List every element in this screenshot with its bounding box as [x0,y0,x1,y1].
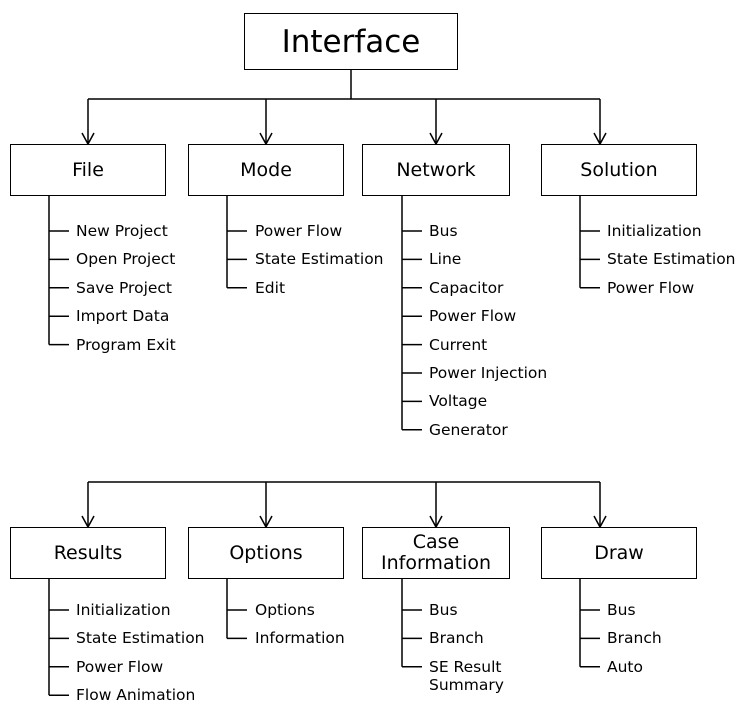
results-item: Power Flow [76,657,164,676]
case-information-item: Branch [429,629,484,648]
case-information-item: SE Result Summary [429,657,504,694]
file-item: Save Project [76,278,173,297]
category-network-label: Network [396,158,476,181]
category-file-label: File [72,158,104,181]
file-item: New Project [76,222,168,240]
category-mode-label: Mode [240,158,292,181]
results-item: Initialization [76,601,171,619]
category-results-label: Results [53,541,123,564]
draw-item: Branch [607,629,662,648]
category-draw: Draw [541,527,697,579]
category-options-label: Options [229,541,303,564]
category-options: Options [188,527,344,579]
file-item: Program Exit [76,335,176,354]
results-item: State Estimation [76,629,205,648]
network-item: Power Injection [429,364,548,382]
category-case-information-label: Case Information [381,531,491,574]
category-case-information: Case Information [362,527,510,579]
results-item: Flow Animation [76,686,196,705]
category-file: File [10,144,166,196]
root-node-interface: Interface [244,13,458,70]
options-item: Options [255,601,315,619]
category-mode: Mode [188,144,344,196]
mode-item: State Estimation [255,250,384,269]
network-item: Power Flow [429,307,517,326]
solution-item: Power Flow [607,278,695,297]
case-information-item: Bus [429,601,458,619]
file-item: Import Data [76,307,170,326]
solution-item: State Estimation [607,250,736,269]
file-item: Open Project [76,250,176,269]
category-network: Network [362,144,510,196]
draw-item: Auto [607,657,643,676]
network-item: Voltage [429,392,488,411]
mode-item: Power Flow [255,222,343,240]
network-item: Current [429,335,488,354]
root-node-label: Interface [281,23,421,60]
category-results: Results [10,527,166,579]
category-solution: Solution [541,144,697,196]
draw-item: Bus [607,601,636,619]
network-item: Generator [429,420,508,439]
network-item: Line [429,250,462,269]
options-item: Information [255,629,345,648]
network-item: Bus [429,222,458,240]
mode-item: Edit [255,278,286,297]
category-solution-label: Solution [580,158,658,181]
network-item: Capacitor [429,278,504,297]
solution-item: Initialization [607,222,702,240]
category-draw-label: Draw [594,541,644,564]
